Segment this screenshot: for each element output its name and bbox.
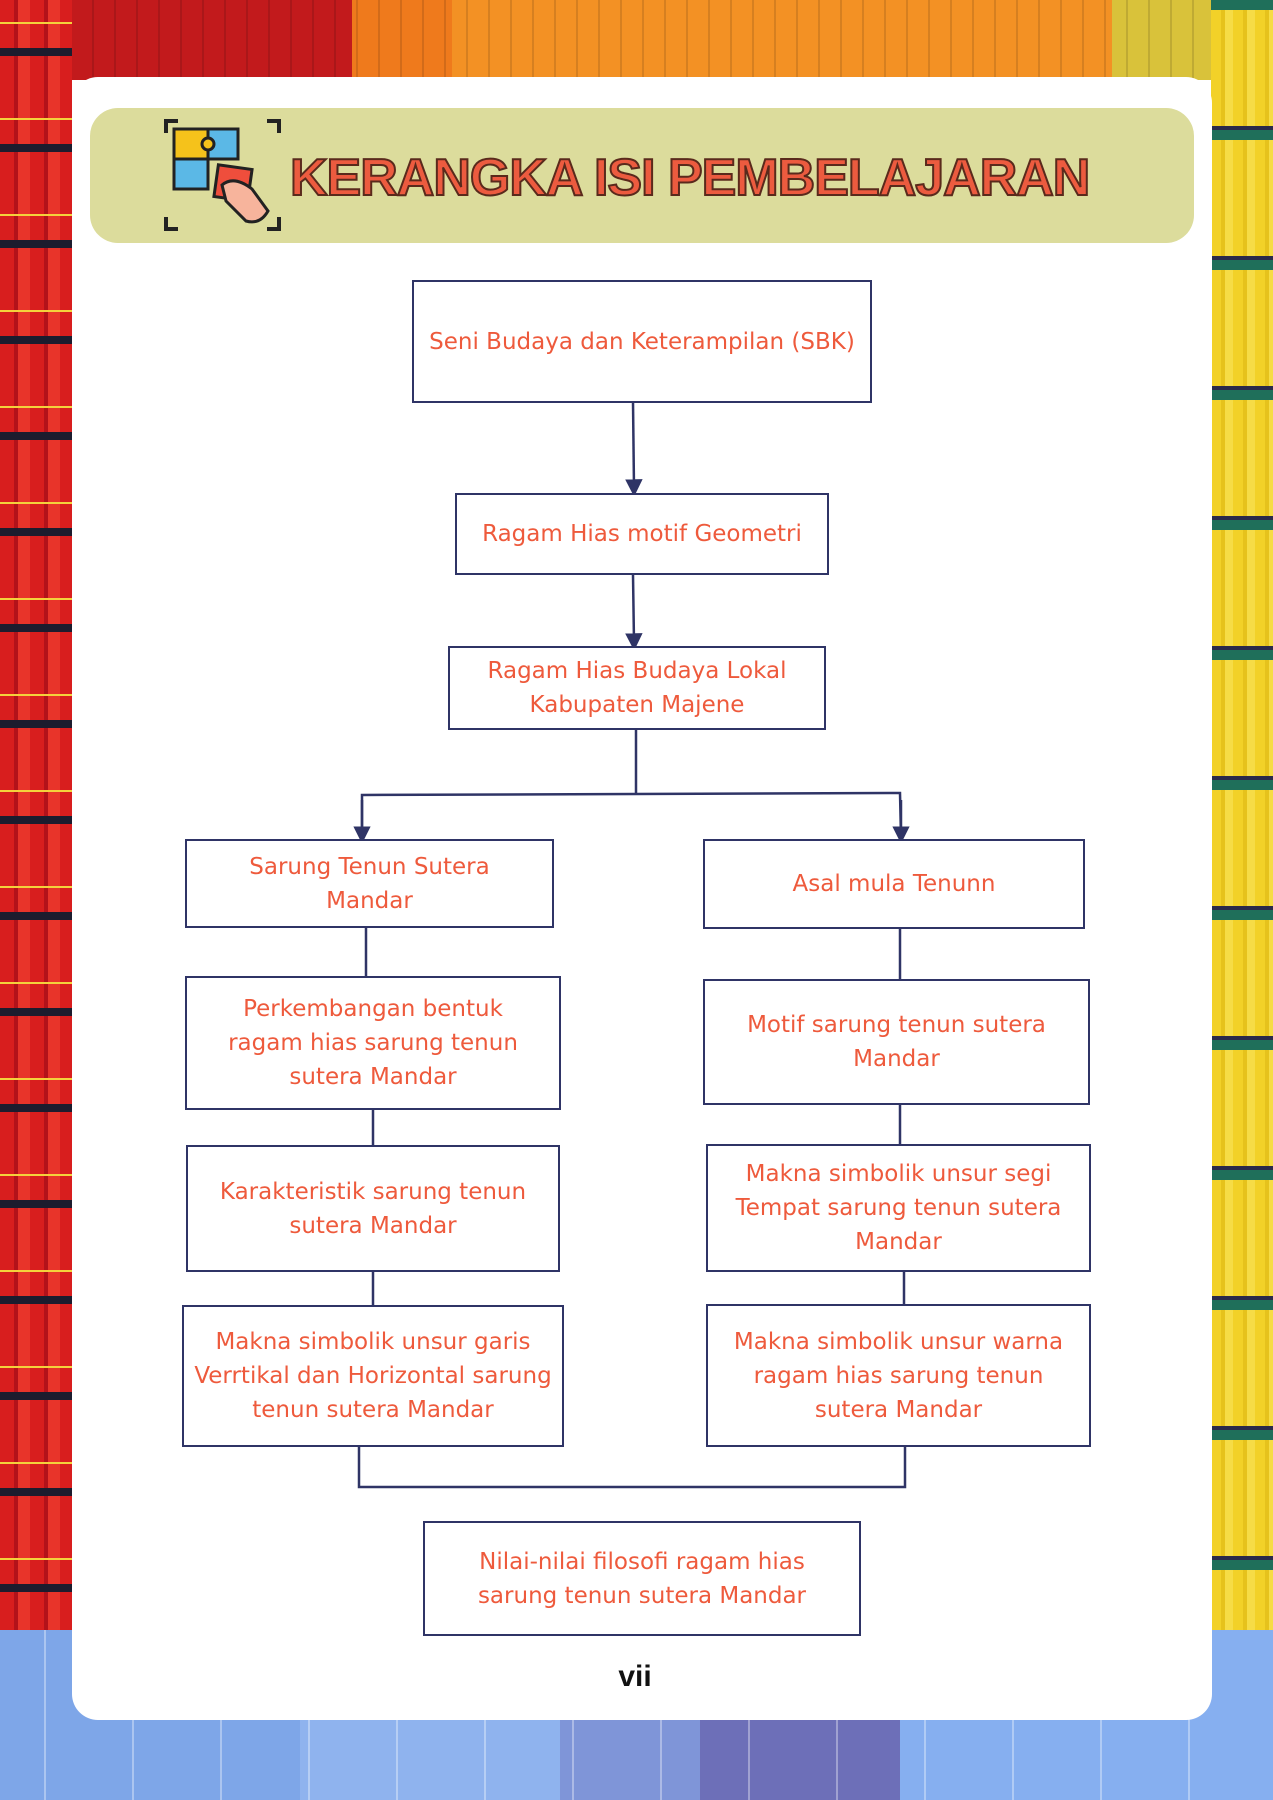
level3-box: Ragam Hias Budaya Lokal Kabupaten Majene xyxy=(448,646,826,730)
title-banner xyxy=(90,108,1194,243)
level2-label: Ragam Hias motif Geometri xyxy=(482,521,802,547)
connector-branch-horizontal xyxy=(360,791,903,839)
arrow-level2-to-level3 xyxy=(625,574,643,651)
arrow-root-to-level2 xyxy=(625,401,643,497)
right-branch-label-1: Asal mula Tenunn xyxy=(792,871,996,897)
background-top-fabric xyxy=(72,0,1212,80)
left-branch-box-2: Perkembangan bentuk ragam hias sarung te… xyxy=(185,976,561,1110)
page-title: KERANGKA ISI PEMBELAJARAN xyxy=(289,148,1091,208)
connector-bottom-merge xyxy=(357,1447,907,1489)
left-branch-label-4: Makna simbolik unsur garis Verrtikal dan… xyxy=(194,1329,552,1423)
conclusion-label: Nilai-nilai filosofi ragam hias sarung t… xyxy=(477,1548,807,1609)
background-right-fabric xyxy=(1211,0,1273,1630)
right-branch-label-3: Makna simbolik unsur segi Tempat sarung … xyxy=(735,1161,1062,1255)
right-branch-label-2: Motif sarung tenun sutera Mandar xyxy=(747,1012,1046,1072)
root-label: Seni Budaya dan Keterampilan (SBK) xyxy=(429,328,855,355)
background-left-fabric xyxy=(0,0,72,1630)
left-branch-label-1: Sarung Tenun Sutera Mandar xyxy=(249,853,490,914)
level3-label: Ragam Hias Budaya Lokal Kabupaten Majene xyxy=(487,658,787,718)
level2-box: Ragam Hias motif Geometri xyxy=(455,493,829,575)
right-branch-label-4: Makna simbolik unsur warna ragam hias sa… xyxy=(733,1328,1064,1423)
puzzle-pieces-hand-icon xyxy=(164,119,281,231)
root-box: Seni Budaya dan Keterampilan (SBK) xyxy=(412,280,872,403)
left-branch-label-2: Perkembangan bentuk ragam hias sarung te… xyxy=(228,996,518,1090)
left-branch-box-4: Makna simbolik unsur garis Verrtikal dan… xyxy=(182,1305,564,1447)
left-branch-box-3: Karakteristik sarung tenun sutera Mandar xyxy=(186,1145,560,1272)
page-number: vii xyxy=(618,1660,652,1693)
right-branch-box-3: Makna simbolik unsur segi Tempat sarung … xyxy=(706,1144,1091,1272)
right-branch-box-4: Makna simbolik unsur warna ragam hias sa… xyxy=(706,1304,1091,1447)
left-branch-label-3: Karakteristik sarung tenun sutera Mandar xyxy=(219,1178,527,1239)
conclusion-box: Nilai-nilai filosofi ragam hias sarung t… xyxy=(423,1521,861,1636)
right-branch-box-1: Asal mula Tenunn xyxy=(703,839,1085,929)
left-branch-box-1: Sarung Tenun Sutera Mandar xyxy=(185,839,554,928)
right-branch-box-2: Motif sarung tenun sutera Mandar xyxy=(703,979,1090,1105)
